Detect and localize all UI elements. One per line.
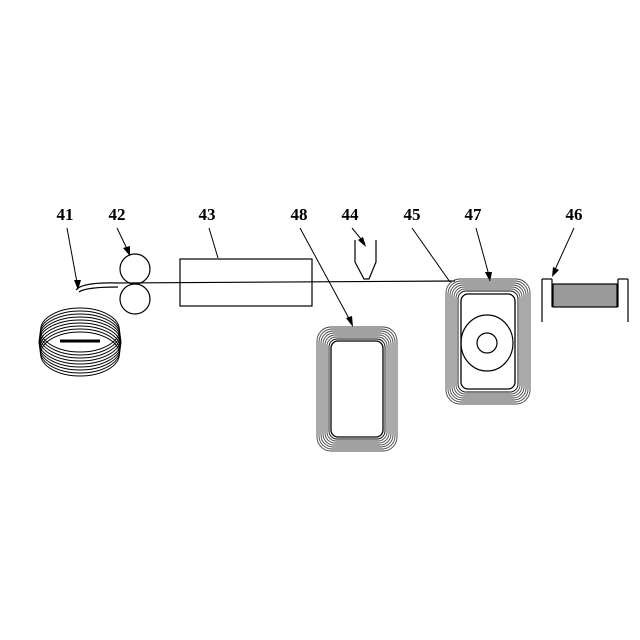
bobbin-winding-46 <box>553 284 617 307</box>
label-47: 47 <box>465 205 483 224</box>
label-46: 46 <box>566 205 583 224</box>
coil-turn <box>40 314 120 358</box>
label-41: 41 <box>57 205 74 224</box>
coil-turn <box>41 332 120 376</box>
coil-turn <box>40 329 120 373</box>
coil-window <box>331 341 383 437</box>
coil-turn <box>40 311 120 355</box>
coil-window <box>461 294 515 389</box>
label-43: 43 <box>199 205 216 224</box>
label-42: 42 <box>109 205 126 224</box>
wound-coil-48 <box>317 327 397 451</box>
label-48: 48 <box>291 205 308 224</box>
bobbin-46 <box>542 279 628 322</box>
coil-turn <box>40 326 120 370</box>
pinch-rollers-42 <box>120 254 150 314</box>
wire-coil-41 <box>39 308 121 376</box>
wound-coil-47 <box>446 279 530 404</box>
label-44: 44 <box>342 205 360 224</box>
coil-turn <box>41 308 120 352</box>
wire-path <box>76 281 455 292</box>
label-45: 45 <box>404 205 421 224</box>
